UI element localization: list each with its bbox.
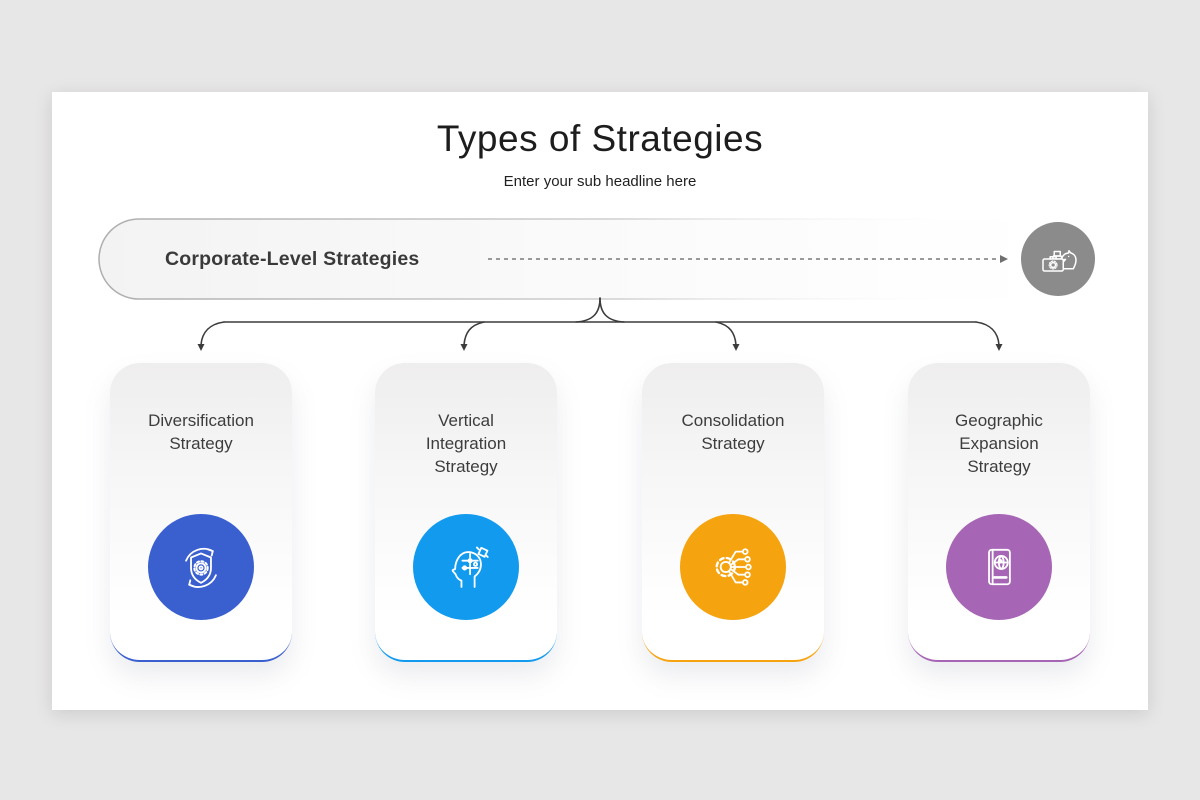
card-title-line: Expansion xyxy=(959,434,1039,453)
card-title-line: Strategy xyxy=(967,457,1031,476)
card-title-line: Diversification xyxy=(148,411,254,430)
dashed-arrow-head xyxy=(1000,255,1008,263)
vertical-integration-icon-circle xyxy=(413,514,519,620)
gear-network-icon xyxy=(715,548,752,586)
dashed-arrow xyxy=(488,255,1008,263)
card-geographic-expansion-strategy[interactable]: Geographic Expansion Strategy xyxy=(908,363,1090,662)
slide: Types of Strategies Enter your sub headl… xyxy=(52,92,1148,710)
page-subtitle: Enter your sub headline here xyxy=(503,173,697,190)
shield-gear-sync-icon xyxy=(185,547,217,588)
card-title: Diversification Strategy xyxy=(110,409,292,455)
diversification-icon-circle xyxy=(148,514,254,620)
card-title-line: Strategy xyxy=(169,434,233,453)
card-title-line: Consolidation xyxy=(681,411,785,430)
card-vertical-integration-strategy[interactable]: Vertical Integration Strategy xyxy=(375,363,557,662)
card-title-line: Strategy xyxy=(701,434,765,453)
banner-label: Corporate-Level Strategies xyxy=(165,248,420,270)
card-title-line: Integration xyxy=(425,434,507,453)
consolidation-icon-circle xyxy=(680,514,786,620)
passport-globe-icon xyxy=(988,548,1011,586)
card-diversification-strategy[interactable]: Diversification Strategy xyxy=(110,363,292,662)
briefcase-knight-icon xyxy=(1042,250,1077,272)
geographic-expansion-icon-circle xyxy=(946,514,1052,620)
card-title-line: Geographic xyxy=(955,411,1043,430)
banner[interactable]: Corporate-Level Strategies xyxy=(98,218,1038,300)
page-title: Types of Strategies xyxy=(436,118,764,159)
strategy-badge[interactable] xyxy=(1021,222,1095,296)
card-title: Vertical Integration Strategy xyxy=(375,409,557,478)
card-consolidation-strategy[interactable]: Consolidation Strategy xyxy=(642,363,824,662)
card-title: Consolidation Strategy xyxy=(642,409,824,455)
card-title-line: Vertical xyxy=(438,411,494,430)
card-title: Geographic Expansion Strategy xyxy=(908,409,1090,478)
card-title-line: Strategy xyxy=(434,457,498,476)
head-puzzle-icon xyxy=(451,546,489,588)
